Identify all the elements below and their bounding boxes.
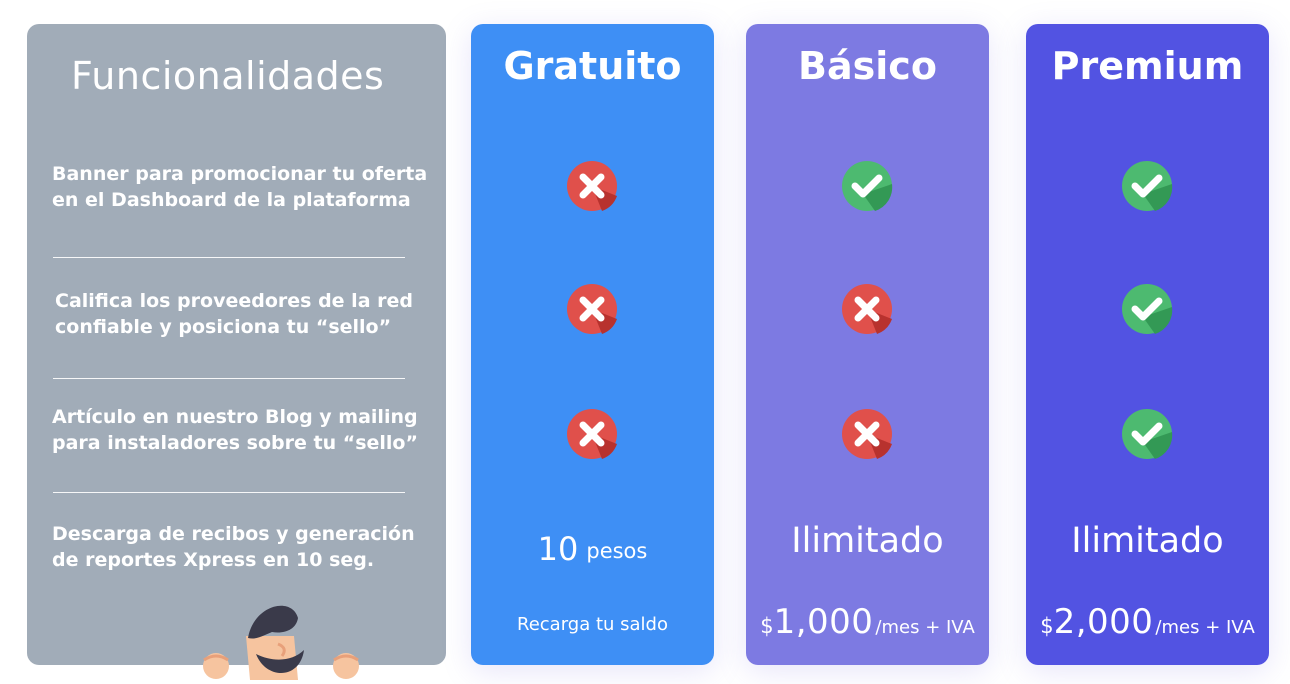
- plan-value: Ilimitado: [1071, 521, 1224, 561]
- plan-title: Básico: [798, 44, 937, 88]
- plan-value: 10 pesos: [471, 530, 714, 568]
- price-symbol: $: [760, 614, 774, 638]
- plan-title: Gratuito: [503, 44, 682, 88]
- x-icon: [566, 283, 618, 335]
- feature-line: en el Dashboard de la plataforma: [52, 189, 411, 211]
- divider: [53, 378, 405, 379]
- check-icon: [1121, 283, 1173, 335]
- plan-value: Ilimitado: [791, 521, 944, 561]
- check-icon: [841, 160, 893, 212]
- x-icon: [841, 408, 893, 460]
- plan-price: $1,000/mes + IVA: [746, 602, 989, 642]
- feature-line: Califica los proveedores de la red: [55, 290, 413, 312]
- plan-price: $2,000/mes + IVA: [1026, 602, 1269, 642]
- x-icon: [841, 283, 893, 335]
- value-number: 10: [537, 530, 579, 568]
- feature-line: para instaladores sobre tu “sello”: [52, 432, 418, 454]
- features-title: Funcionalidades: [71, 54, 385, 98]
- feature-line: Descarga de recibos y generación: [52, 523, 415, 545]
- x-icon: [566, 160, 618, 212]
- price-amount: 1,000: [773, 602, 874, 642]
- divider: [53, 492, 405, 493]
- plan-card-gratuito[interactable]: Gratuito 10 pesos Recarga tu saldo: [471, 24, 714, 665]
- divider: [53, 257, 405, 258]
- feature-line: de reportes Xpress en 10 seg.: [52, 549, 375, 571]
- plan-card-basico[interactable]: Básico Ilimitado $1,000/mes + IVA: [746, 24, 989, 665]
- feature-recibos: Descarga de recibos y generación de repo…: [52, 521, 432, 573]
- price-amount: 2,000: [1053, 602, 1154, 642]
- check-icon: [1121, 408, 1173, 460]
- mascot-illustration: [203, 605, 359, 680]
- feature-line: Banner para promocionar tu oferta: [52, 163, 428, 185]
- price-period: /mes + IVA: [1155, 617, 1255, 638]
- check-icon: [1121, 160, 1173, 212]
- value-unit: pesos: [586, 539, 648, 563]
- feature-califica: Califica los proveedores de la red confi…: [55, 288, 435, 340]
- plan-title: Premium: [1051, 44, 1244, 88]
- recharge-link[interactable]: Recarga tu saldo: [517, 614, 668, 635]
- feature-line: Artículo en nuestro Blog y mailing: [52, 406, 418, 428]
- x-icon: [566, 408, 618, 460]
- price-period: /mes + IVA: [875, 617, 975, 638]
- price-symbol: $: [1040, 614, 1054, 638]
- plan-card-premium[interactable]: Premium Ilimitado $2,000/mes + IVA: [1026, 24, 1269, 665]
- feature-banner: Banner para promocionar tu oferta en el …: [52, 161, 432, 213]
- features-card: Funcionalidades Banner para promocionar …: [27, 24, 446, 665]
- feature-line: confiable y posiciona tu “sello”: [55, 316, 392, 338]
- feature-articulo: Artículo en nuestro Blog y mailing para …: [52, 404, 432, 456]
